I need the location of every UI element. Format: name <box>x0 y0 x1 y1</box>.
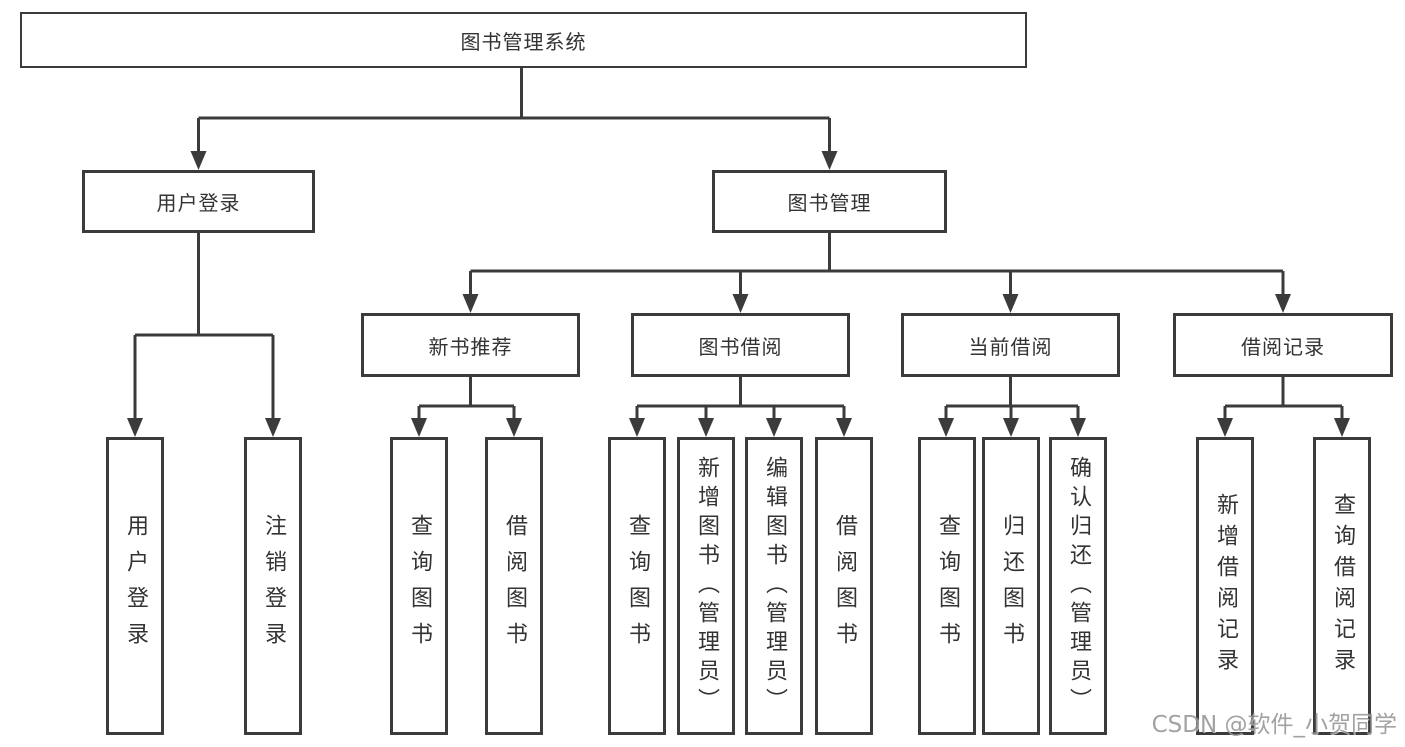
arrow-down-icon <box>1334 418 1350 437</box>
node-leaf-borrow-books: 借阅图书 <box>815 437 873 735</box>
arrow-down-icon <box>629 418 645 437</box>
node-user-login-label: 用户登录 <box>156 191 241 215</box>
arrow-down-icon <box>1275 294 1291 313</box>
node-leaf-borrow-query-books-label: 查询图书 <box>625 514 650 658</box>
node-leaf-add-books-admin-label: 新增图书（管理员） <box>694 455 719 717</box>
arrow-down-icon <box>265 418 281 437</box>
arrow-down-icon <box>1003 418 1019 437</box>
node-leaf-borrow-books-label: 借阅图书 <box>832 514 857 658</box>
node-leaf-return-books: 归还图书 <box>982 437 1040 735</box>
node-leaf-edit-books-admin: 编辑图书（管理员） <box>745 437 803 735</box>
node-user-login: 用户登录 <box>82 170 315 233</box>
node-leaf-rec-borrow-books-label: 借阅图书 <box>502 514 527 658</box>
node-borrow-records: 借阅记录 <box>1173 313 1393 377</box>
node-book-borrow: 图书借阅 <box>631 313 850 377</box>
arrow-down-icon <box>732 294 749 313</box>
arrow-down-icon <box>1217 418 1233 437</box>
node-leaf-add-borrow-record-label: 新增借阅记录 <box>1213 493 1238 679</box>
node-leaf-rec-query-books: 查询图书 <box>390 437 448 735</box>
node-leaf-query-borrow-record-label: 查询借阅记录 <box>1330 493 1355 679</box>
arrow-down-icon <box>698 418 714 437</box>
node-leaf-user-login-label: 用户登录 <box>123 514 148 658</box>
node-leaf-add-borrow-record: 新增借阅记录 <box>1196 437 1254 735</box>
node-leaf-rec-borrow-books: 借阅图书 <box>485 437 543 735</box>
arrow-down-icon <box>836 418 852 437</box>
connector-book-mgmt-group <box>469 233 1285 295</box>
connector-new-book-group <box>417 377 516 419</box>
arrow-down-icon <box>1070 418 1086 437</box>
connector-root-to-level2 <box>197 68 831 152</box>
node-leaf-return-books-label: 归还图书 <box>999 514 1024 658</box>
arrow-down-icon <box>938 418 954 437</box>
node-leaf-cur-query-books-label: 查询图书 <box>935 514 960 658</box>
arrow-down-icon <box>766 418 782 437</box>
node-leaf-edit-books-admin-label: 编辑图书（管理员） <box>762 455 787 717</box>
node-leaf-rec-query-books-label: 查询图书 <box>407 514 432 658</box>
node-leaf-cur-query-books: 查询图书 <box>918 437 976 735</box>
arrow-down-icon <box>411 418 427 437</box>
connector-current-borrow-group <box>944 377 1080 419</box>
arrow-down-icon <box>821 151 838 170</box>
node-leaf-logout-label: 注销登录 <box>261 514 286 658</box>
arrow-down-icon <box>1002 294 1019 313</box>
node-new-book-recommend: 新书推荐 <box>361 313 580 377</box>
node-new-book-recommend-label: 新书推荐 <box>428 334 513 359</box>
node-current-borrow: 当前借阅 <box>901 313 1120 377</box>
watermark: CSDN @软件_小贺同学 <box>1151 712 1397 738</box>
arrowhead-icons <box>127 151 1350 437</box>
node-book-management: 图书管理 <box>712 170 947 233</box>
connector-book-borrow-group <box>635 377 846 419</box>
node-leaf-borrow-query-books: 查询图书 <box>608 437 666 735</box>
node-library-system-label: 图书管理系统 <box>460 29 587 54</box>
arrow-down-icon <box>127 418 143 437</box>
connector-user-login-group <box>133 233 275 419</box>
node-current-borrow-label: 当前借阅 <box>968 334 1053 359</box>
arrow-down-icon <box>506 418 522 437</box>
node-leaf-confirm-return-admin: 确认归还（管理员） <box>1049 437 1107 735</box>
node-leaf-logout: 注销登录 <box>244 437 302 735</box>
node-library-system: 图书管理系统 <box>20 12 1027 68</box>
node-leaf-user-login: 用户登录 <box>106 437 164 735</box>
node-leaf-add-books-admin: 新增图书（管理员） <box>677 437 735 735</box>
node-leaf-confirm-return-admin-label: 确认归还（管理员） <box>1066 455 1091 717</box>
node-leaf-query-borrow-record: 查询借阅记录 <box>1313 437 1371 735</box>
node-book-borrow-label: 图书借阅 <box>698 334 783 359</box>
node-borrow-records-label: 借阅记录 <box>1241 334 1325 359</box>
arrow-down-icon <box>190 151 207 170</box>
connector-borrow-record-group <box>1223 377 1344 419</box>
arrow-down-icon <box>462 294 479 313</box>
node-book-management-label: 图书管理 <box>787 191 872 215</box>
